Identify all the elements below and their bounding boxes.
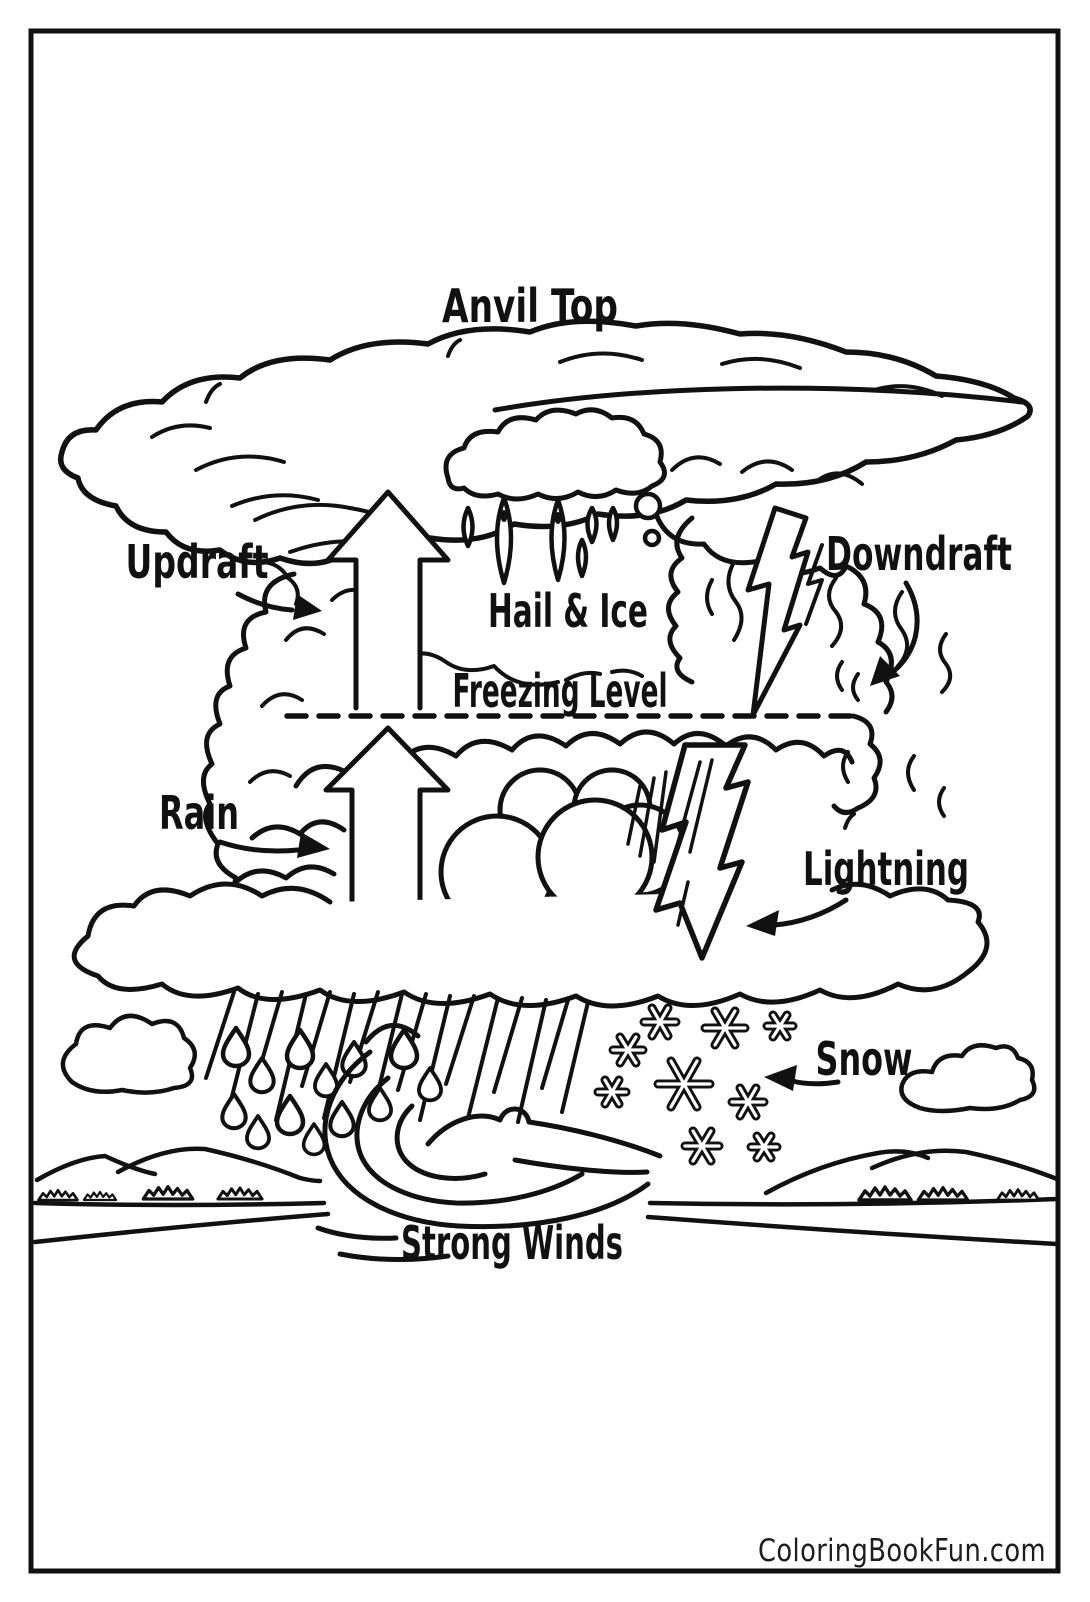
tower-right-lower-blob <box>831 713 883 830</box>
bolt-stub <box>804 543 824 626</box>
lightning-pointer-arrow <box>771 897 849 928</box>
ground-lines <box>32 1196 1060 1247</box>
label-pointers <box>217 559 920 1091</box>
snow-pointer-arrow <box>789 1078 841 1087</box>
right-small-cloud <box>899 1043 1037 1114</box>
left-small-cloud <box>60 1013 198 1095</box>
label-updraft: Updraft <box>126 535 269 589</box>
label-snow: Snow <box>816 1032 913 1086</box>
label-anvil-top: Anvil Top <box>442 279 618 333</box>
lightning-bolt-upper <box>745 505 824 718</box>
updraft-arrow-upper <box>325 489 451 711</box>
wind-swirl <box>315 1022 663 1263</box>
updraft-arrowhead <box>293 594 322 620</box>
snow-arrowhead <box>764 1065 797 1091</box>
tower-right-edge <box>843 563 895 715</box>
bolt-inner-lines <box>674 758 714 927</box>
label-hail-ice: Hail & Ice <box>488 584 648 638</box>
updraft-arrow-lower <box>323 725 451 933</box>
wind-squiggles-upper <box>705 560 953 694</box>
page-border <box>28 28 1061 1574</box>
wind-squiggles-lower <box>835 660 946 818</box>
watermark: ColoringBookFun.com <box>758 1533 1046 1569</box>
hail-cloud-outline <box>443 407 667 502</box>
rain-pointer-arrow <box>217 839 301 854</box>
snowflakes <box>593 1003 798 1166</box>
downdraft-pointer-arrow <box>887 580 920 677</box>
tower-left-edge <box>201 571 297 903</box>
label-freezing-level: Freezing Level <box>453 664 668 718</box>
lightning-bolt-lower <box>653 742 751 961</box>
hills-left <box>34 1146 323 1184</box>
rain-arrowhead <box>297 832 330 858</box>
label-rain: Rain <box>159 786 239 840</box>
updraft-pointer-arrow <box>235 591 295 613</box>
label-downdraft: Downdraft <box>826 527 1012 581</box>
hills-right <box>763 1148 1060 1196</box>
label-strong-winds: Strong Winds <box>401 1216 623 1270</box>
hail-cloud <box>443 407 667 586</box>
lightning-hatch-lines <box>626 770 668 864</box>
rain-drops <box>222 1028 443 1157</box>
lightning-arrowhead <box>746 910 779 936</box>
hail-drop-dots <box>500 510 562 524</box>
base-cloud <box>71 881 990 1009</box>
tower-ragged-edge-right-of-hail <box>666 515 695 685</box>
downdraft-arrowhead <box>870 656 900 686</box>
label-lightning: Lightning <box>803 842 969 896</box>
